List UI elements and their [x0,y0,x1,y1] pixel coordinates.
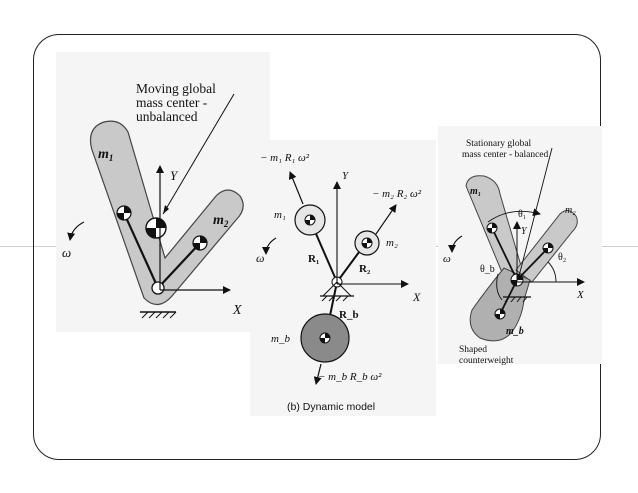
vector-R2-label: R₂ [359,263,371,275]
ground-hatch-a [140,311,177,319]
label-m1-a: m1 [98,147,113,163]
omega-label-a: ω [62,245,71,260]
panel-c-balanced: Stationary global mass center - balanced… [438,126,602,366]
panel-b-dynamic-model: − m₁ R₁ ω² − m₂ R₂ ω² − m_b R_b ω² m₁ m₂… [250,140,436,416]
callout-unbalanced-line1: Moving global [136,81,216,96]
theta1-label: θ₁ [518,209,526,220]
theta2-label: θ₂ [558,252,566,263]
mass-center-c2-symbol [542,242,554,254]
thetab-label: θ_b [480,264,495,275]
x-axis-label-b: X [412,290,421,304]
omega-label-b: ω [256,251,264,265]
mass-center-b2-symbol [361,237,373,249]
mass-center-m2-symbol [192,235,208,251]
y-axis-label-b: Y [342,170,350,182]
mass-mb-label-b: m_b [271,333,290,345]
omega-label-c: ω [443,253,451,265]
callout-unbalanced-line3: unbalanced [136,109,198,124]
vector-R1-label: R₁ [308,253,319,265]
mass-center-bb-symbol [319,332,331,344]
mass-m2-label-b: m₂ [386,237,398,249]
mass-center-c1-symbol [486,222,498,234]
y-axis-label-a: Y [170,168,179,183]
force-m1-label: − m₁ R₁ ω² [260,152,310,164]
panel-a-unbalanced: Moving global mass center - unbalanced m… [56,52,270,332]
ground-hatch-c [503,296,531,303]
vector-Rb-label: R_b [339,309,359,321]
mass-center-m1-symbol [116,205,132,221]
callout-balanced-line2: mass center - balanced [462,150,548,160]
counterweight-label-line2: counterweight [459,356,514,366]
callout-balanced-line1: Stationary global [466,139,532,149]
figure-caption-b: (b) Dynamic model [287,401,375,413]
force-mb-label: − m_b R_b ω² [318,371,382,383]
mass-center-b1-symbol [304,214,316,226]
y-axis-label-c: Y [521,226,528,237]
v-link-body [89,120,244,306]
callout-unbalanced-line2: mass center - [136,95,208,110]
x-axis-label-a: X [232,303,242,318]
mass-m1-label-b: m₁ [274,209,286,221]
global-mass-center-symbol [145,217,167,239]
mass-m2-label-c: m₂ [565,205,576,216]
counterweight-label-line1: Shaped [459,345,487,355]
ground-hatch-b [320,295,354,302]
label-m2-a: m2 [213,213,229,229]
mass-m1-label-c: m₁ [470,186,481,197]
x-axis-label-c: X [576,289,585,301]
mass-mb-label-c: m_b [506,326,524,337]
force-m2-label: − m₂ R₂ ω² [372,188,422,200]
mass-center-cb-symbol [494,308,506,320]
